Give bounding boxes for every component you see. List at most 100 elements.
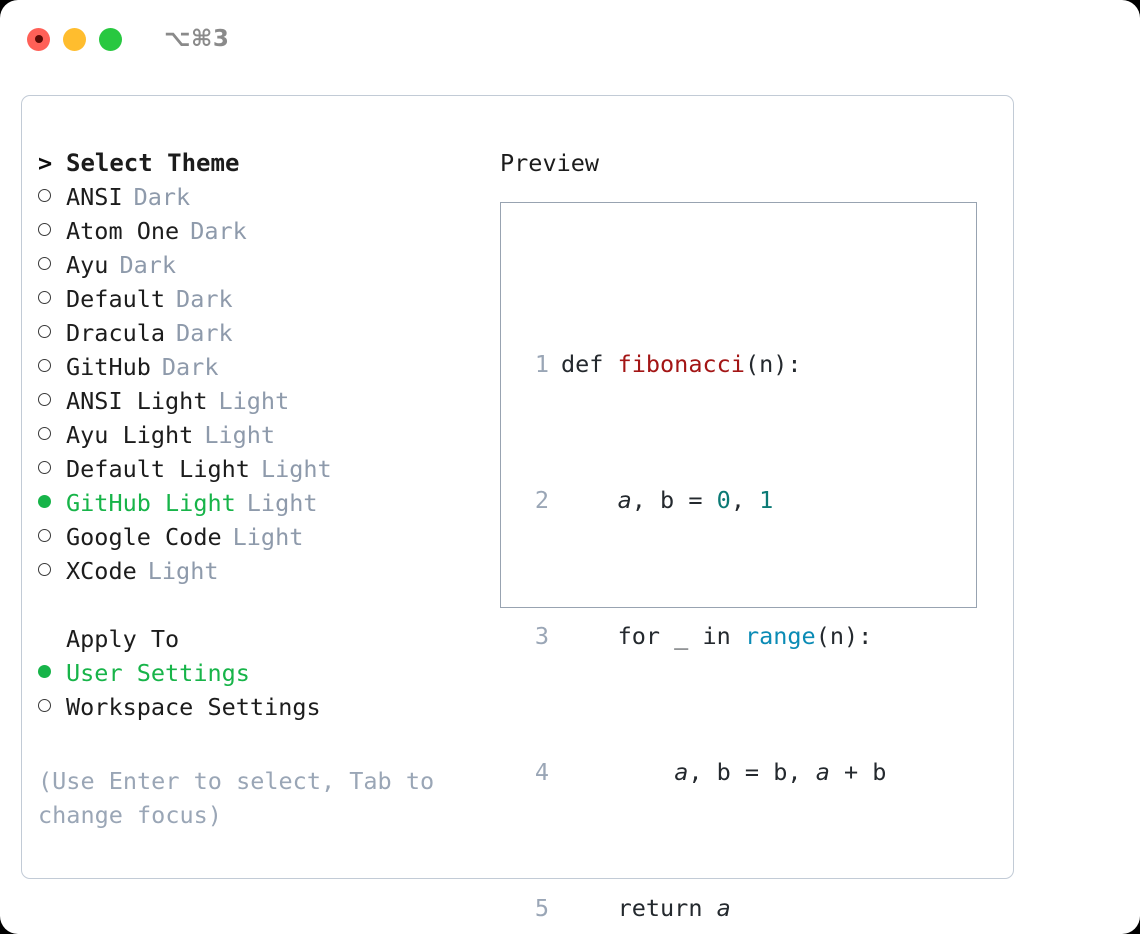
list-spacer (38, 588, 488, 622)
title-bar: ⌥⌘3 (0, 0, 1140, 78)
radio-unselected-icon[interactable] (38, 282, 66, 316)
content-panel: > Select Theme ANSI Dark Atom One Dark A… (21, 95, 1014, 922)
line-number: 2 (534, 486, 549, 514)
code-token (561, 486, 618, 514)
preview-header: Preview (500, 146, 995, 180)
minimize-button-icon[interactable] (63, 27, 86, 51)
code-token-variable: a (716, 894, 731, 922)
apply-to-heading: Apply To (38, 622, 488, 656)
code-sample: 1 def fibonacci(n): 2 a, b = 0, 1 3 for … (501, 203, 976, 934)
theme-item-label: Default Light (66, 455, 250, 483)
code-line-text: return a (561, 891, 731, 925)
theme-item-label: Default (66, 285, 166, 313)
theme-item-label: ANSI (66, 183, 123, 211)
theme-item-label: Ayu (66, 251, 109, 279)
preview-title-label: Preview (500, 149, 600, 177)
keyboard-shortcut-label: ⌥⌘3 (164, 26, 230, 52)
radio-unselected-icon[interactable] (38, 418, 66, 452)
theme-item-tag: Dark (176, 319, 233, 347)
line-number: 1 (534, 350, 549, 378)
apply-to-option-workspace-settings[interactable]: Workspace Settings (38, 690, 488, 724)
radio-unselected-icon[interactable] (38, 520, 66, 554)
theme-item-tag: Dark (133, 183, 191, 211)
close-button-icon[interactable] (27, 27, 50, 51)
code-token (561, 758, 674, 786)
line-number: 4 (534, 758, 549, 786)
theme-item-label: GitHub (66, 353, 151, 381)
theme-item-default[interactable]: Default Dark (38, 282, 488, 316)
code-token-variable: a (674, 758, 689, 786)
theme-item-atom-one[interactable]: Atom One Dark (38, 214, 488, 248)
theme-item-dracula[interactable]: Dracula Dark (38, 316, 488, 350)
apply-to-option-label: Workspace Settings (66, 693, 321, 721)
apply-to-option-user-settings[interactable]: User Settings (38, 656, 488, 690)
code-token: def (561, 350, 618, 378)
radio-unselected-icon[interactable] (38, 214, 66, 248)
code-token-number: 1 (759, 486, 774, 514)
preview-pane: 1 def fibonacci(n): 2 a, b = 0, 1 3 for … (500, 202, 977, 922)
code-line-text: a, b = 0, 1 (561, 483, 774, 517)
radio-unselected-icon[interactable] (38, 350, 66, 384)
apply-to-option-label: User Settings (66, 659, 250, 687)
code-line: 3 for _ in range(n): (517, 619, 976, 653)
theme-item-label: Google Code (66, 523, 222, 551)
traffic-lights (27, 27, 122, 51)
code-token: + b (829, 758, 887, 786)
theme-item-label: Atom One (66, 217, 180, 245)
line-number: 3 (534, 622, 549, 650)
theme-item-ayu-light[interactable]: Ayu Light Light (38, 418, 488, 452)
theme-item-tag: Dark (161, 353, 219, 381)
theme-item-label: Dracula (66, 319, 166, 347)
caret-icon: > (38, 149, 53, 177)
theme-item-tag: Dark (119, 251, 177, 279)
radio-unselected-icon[interactable] (38, 316, 66, 350)
theme-item-tag: Light (260, 455, 332, 483)
theme-item-tag: Light (246, 489, 318, 517)
keyboard-hint-text: (Use Enter to select, Tab to change focu… (38, 767, 449, 829)
code-line-text: def fibonacci(n): (561, 347, 802, 381)
code-line: 4 a, b = b, a + b (517, 755, 976, 789)
theme-item-tag: Light (204, 421, 276, 449)
theme-item-github[interactable]: GitHub Dark (38, 350, 488, 384)
select-theme-heading-label: Select Theme (66, 149, 240, 177)
theme-item-label: ANSI Light (66, 387, 208, 415)
theme-item-label: GitHub Light (66, 489, 236, 517)
theme-item-tag: Light (232, 523, 304, 551)
theme-item-ansi[interactable]: ANSI Dark (38, 180, 488, 214)
theme-item-label: Ayu Light (66, 421, 194, 449)
code-token-variable: a (617, 486, 632, 514)
code-token: , (730, 486, 760, 514)
code-token: for _ in (561, 622, 745, 650)
radio-unselected-icon[interactable] (38, 248, 66, 282)
code-token: (n): (744, 350, 802, 378)
radio-unselected-icon[interactable] (38, 554, 66, 588)
line-number: 5 (534, 894, 549, 922)
code-line: 2 a, b = 0, 1 (517, 483, 976, 517)
code-token-variable: a (815, 758, 830, 786)
radio-selected-icon[interactable] (38, 486, 66, 520)
code-token: = (674, 486, 717, 514)
code-token: , (631, 486, 661, 514)
theme-item-xcode[interactable]: XCode Light (38, 554, 488, 588)
theme-item-tag: Dark (176, 285, 233, 313)
code-token: (n): (815, 622, 873, 650)
radio-unselected-icon[interactable] (38, 180, 66, 214)
radio-unselected-icon[interactable] (38, 384, 66, 418)
code-line-text: a, b = b, a + b (561, 755, 886, 789)
radio-unselected-icon[interactable] (38, 452, 66, 486)
code-line: 5 return a (517, 891, 976, 925)
apply-to-heading-label: Apply To (66, 625, 180, 653)
theme-item-ayu[interactable]: Ayu Dark (38, 248, 488, 282)
code-token: , b = b, (688, 758, 816, 786)
theme-item-tag: Dark (190, 217, 247, 245)
theme-item-default-light[interactable]: Default Light Light (38, 452, 488, 486)
radio-selected-icon[interactable] (38, 656, 66, 690)
radio-unselected-icon[interactable] (38, 690, 66, 724)
theme-item-tag: Light (147, 557, 219, 585)
maximize-button-icon[interactable] (99, 27, 122, 51)
theme-item-ansi-light[interactable]: ANSI Light Light (38, 384, 488, 418)
theme-item-github-light[interactable]: GitHub Light Light (38, 486, 488, 520)
theme-item-tag: Light (218, 387, 290, 415)
theme-item-google-code[interactable]: Google Code Light (38, 520, 488, 554)
code-line-text: for _ in range(n): (561, 619, 873, 653)
